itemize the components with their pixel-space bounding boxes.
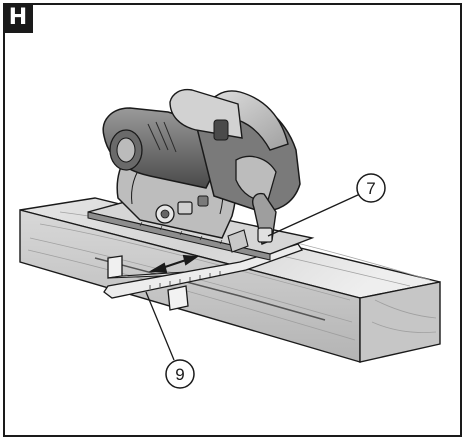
adjust-direction-arrow (148, 254, 199, 274)
callout-9: 9 (145, 291, 195, 389)
saw-handle (169, 88, 301, 212)
parallel-guide (103, 243, 304, 311)
parallel-guide-lock (227, 192, 277, 253)
callout-7: 7 (267, 173, 386, 237)
callout-9-number: 9 (175, 365, 184, 384)
front-clamp-knob (177, 195, 209, 215)
callout-7-number: 7 (366, 179, 375, 198)
figure-label-badge: H (3, 3, 33, 33)
